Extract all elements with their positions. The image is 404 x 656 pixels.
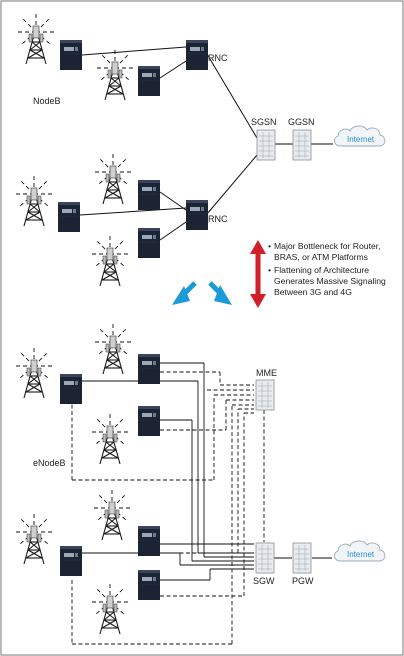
enodeb-unit-icon <box>59 545 83 577</box>
cell-tower-icon <box>93 489 131 541</box>
mme-rack-icon <box>255 379 275 411</box>
enodeb-label: eNodeB <box>33 458 66 468</box>
sgw-label: SGW <box>253 576 275 586</box>
sgw-rack-icon <box>255 542 275 574</box>
cell-tower-icon <box>15 347 53 399</box>
base-station-units-4g <box>59 353 161 601</box>
red-double-arrow-icon <box>250 240 266 308</box>
enodeb-unit-icon <box>137 525 161 557</box>
cell-tower-icon <box>94 323 132 375</box>
rnc-mid-label: RNC <box>208 214 228 224</box>
sgsn-rack-icon <box>256 129 276 161</box>
internet-bottom-label: Internet <box>347 550 375 559</box>
nodeb-label: NodeB <box>33 96 61 106</box>
3g-connections <box>79 46 333 241</box>
note-bullet: • <box>268 265 271 275</box>
cell-tower-icon <box>91 235 129 287</box>
note-line: Major Bottleneck for Router, <box>274 241 381 251</box>
transition-arrows <box>172 240 266 308</box>
mme-label: MME <box>256 368 277 378</box>
cell-tower-icon <box>91 413 129 465</box>
note-bullet: • <box>268 241 271 251</box>
cell-tower-icon <box>94 153 132 205</box>
bottleneck-notes: • Major Bottleneck for Router, BRAS, or … <box>268 241 386 297</box>
internet-top-label: Internet <box>347 135 375 144</box>
cell-tower-icon <box>91 583 129 635</box>
rnc-mid-icon <box>185 199 209 231</box>
note-line: Flattening of Architecture <box>274 265 369 275</box>
enodeb-towers-4g <box>15 323 132 635</box>
sgsn-label: SGSN <box>251 117 277 127</box>
rnc-top-icon <box>185 39 209 71</box>
pgw-rack-icon <box>292 542 312 574</box>
enodeb-unit-icon <box>137 405 161 437</box>
enodeb-unit-icon <box>137 353 161 385</box>
enodeb-unit-icon <box>137 569 161 601</box>
4g-signaling-connections <box>71 371 265 645</box>
enodeb-unit-icon <box>59 373 83 405</box>
pgw-label: PGW <box>292 576 314 586</box>
ggsn-rack-icon <box>292 129 312 161</box>
nodeb-unit-icon <box>57 201 81 233</box>
cell-tower-icon <box>15 513 53 565</box>
note-line: BRAS, or ATM Platforms <box>274 252 368 262</box>
ggsn-label: GGSN <box>288 117 315 127</box>
blue-arrow-right-icon <box>208 281 232 305</box>
note-line: Generates Massive Signaling <box>274 276 386 286</box>
note-line: Between 3G and 4G <box>274 287 352 297</box>
cell-tower-icon <box>15 175 53 227</box>
nodeb-unit-icon <box>137 65 161 97</box>
nodeb-unit-icon <box>59 39 83 71</box>
nodeb-unit-icon <box>137 179 161 211</box>
blue-arrow-left-icon <box>172 281 197 305</box>
rnc-top-label: RNC <box>208 53 228 63</box>
nodeb-unit-icon <box>137 227 161 259</box>
cell-tower-icon <box>96 49 134 101</box>
cell-tower-icon <box>17 13 55 65</box>
